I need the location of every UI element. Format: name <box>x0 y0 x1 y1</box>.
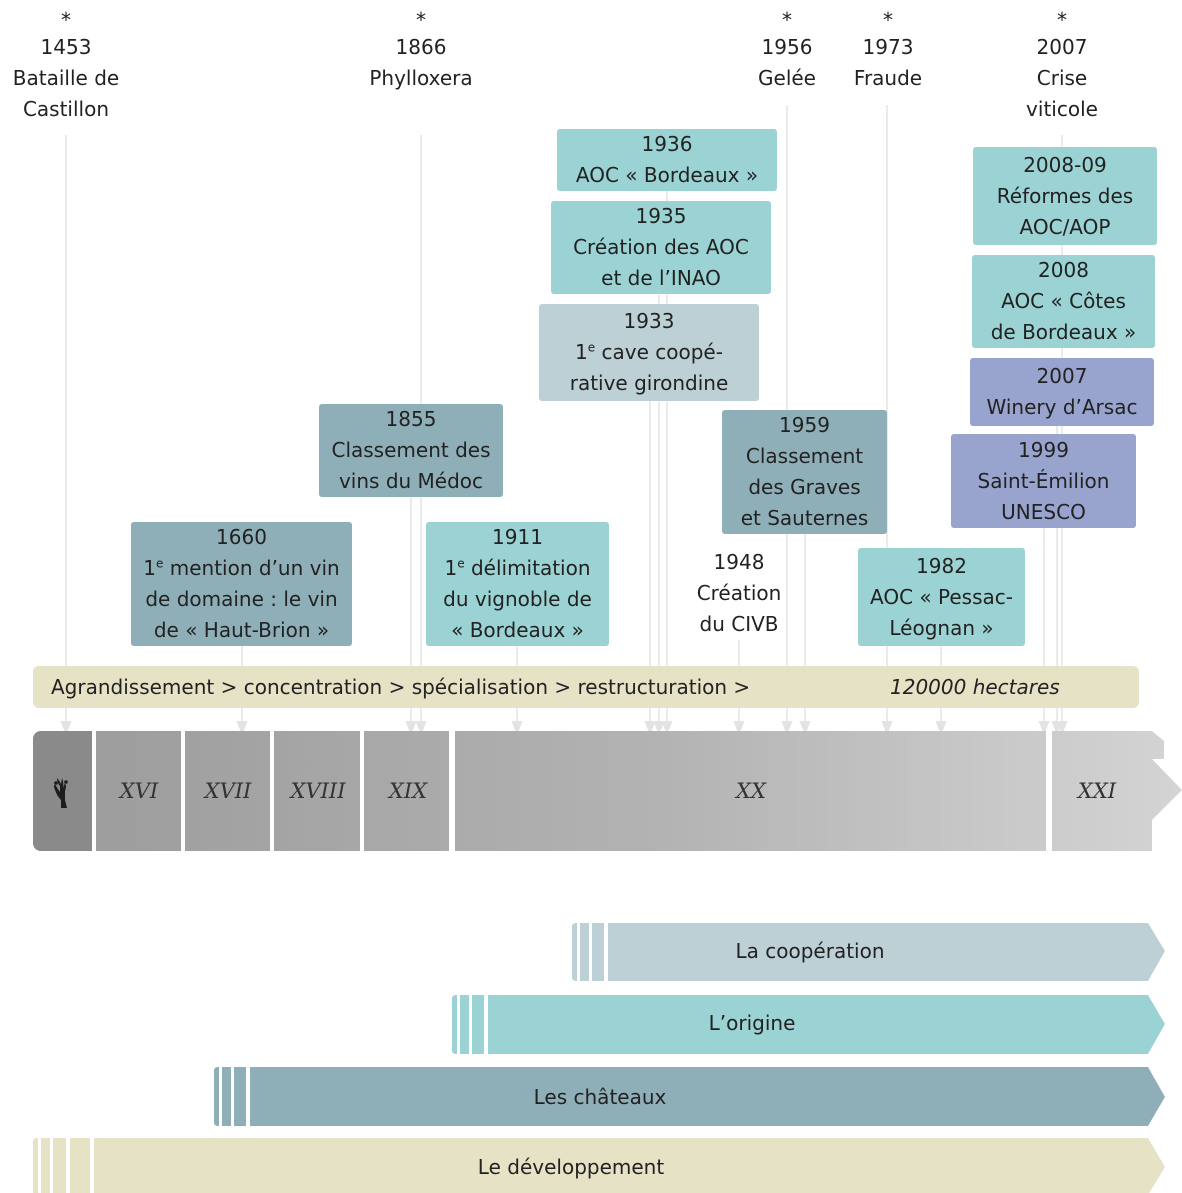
box-text: vins du Médoc <box>338 469 484 493</box>
event-box-2008-09: 2008-09 Réformes des AOC/AOP <box>973 147 1157 245</box>
box-year: 1911 <box>492 525 543 549</box>
century-timeline <box>33 731 1182 851</box>
period-bars <box>33 923 1165 1193</box>
box-text: rative girondine <box>569 371 729 395</box>
box-text: AOC « Pessac- <box>870 584 1013 609</box>
bar-chateaux <box>214 1067 1165 1126</box>
bar-label-origine: L’origine <box>708 1011 796 1035</box>
box-year: 2008-09 <box>1023 152 1107 177</box>
star-icon: * <box>882 8 893 32</box>
century-xvii: XVII <box>204 779 252 803</box>
event-label: Crise <box>1036 66 1088 90</box>
century-xviii: XVIII <box>290 779 346 803</box>
event-box-1982: 1982 AOC « Pessac- Léognan » <box>858 548 1025 646</box>
box-text: de « Haut-Brion » <box>153 618 330 642</box>
box-text: 1e mention d’un vin <box>143 556 340 580</box>
box-text: 1e cave coopé- <box>575 340 723 364</box>
bar-label-cooperation: La coopération <box>735 939 885 963</box>
box-year: 2007 <box>1036 364 1088 388</box>
star-icon: * <box>782 8 792 32</box>
box-year: 1959 <box>779 413 830 437</box>
star-icon: * <box>1056 8 1067 32</box>
event-label: Gelée <box>758 66 816 90</box>
event-1948: 1948 Création du CIVB <box>696 547 782 640</box>
box-text: Classement des <box>331 438 491 462</box>
event-1956: * 1956 Gelée <box>758 8 816 94</box>
event-box-1935: 1935 Création des AOC et de l’INAO <box>551 201 771 294</box>
evolution-text: Agrandissement > concentration > spécial… <box>51 675 751 699</box>
event-label: Phylloxera <box>369 66 473 90</box>
box-text: 1e délimitation <box>444 556 591 580</box>
box-year: 1855 <box>385 407 437 431</box>
event-label: viticole <box>1026 97 1098 121</box>
box-text: de domaine : le vin <box>145 587 338 611</box>
box-year: 1999 <box>1018 437 1069 462</box>
event-box-1936: 1936 AOC « Bordeaux » <box>557 129 777 191</box>
event-year: 1956 <box>761 35 813 59</box>
box-text: AOC « Côtes <box>1001 289 1126 313</box>
bar-origine <box>452 995 1165 1054</box>
box-text: du vignoble de <box>443 587 592 611</box>
box-year: 1948 <box>713 550 765 574</box>
century-xxi: XXI <box>1077 779 1117 803</box>
star-icon: * <box>61 8 71 32</box>
bar-developpement <box>33 1138 1165 1193</box>
event-1973: * 1973 Fraude <box>854 8 922 94</box>
event-box-1855: 1855 Classement des vins du Médoc <box>319 404 503 497</box>
box-text: de Bordeaux » <box>990 320 1137 344</box>
event-box-1660: 1660 1e mention d’un vin de domaine : le… <box>131 522 352 646</box>
event-box-2007: 2007 Winery d’Arsac <box>970 358 1154 426</box>
box-text: Winery d’Arsac <box>986 395 1138 419</box>
box-year: 1936 <box>641 132 693 156</box>
century-xx: XX <box>736 779 766 803</box>
event-box-1933: 1933 1e cave coopé- rative girondine <box>539 304 759 401</box>
box-year: 1935 <box>635 204 687 228</box>
event-label: Fraude <box>853 66 923 90</box>
event-1453: * 1453 Bataille de Castillon <box>13 8 119 125</box>
box-text: AOC « Bordeaux » <box>575 163 759 187</box>
event-box-1959: 1959 Classement des Graves et Sauternes <box>722 410 887 534</box>
box-text: des Graves <box>748 475 861 499</box>
bar-cooperation <box>572 923 1165 981</box>
event-year: 1453 <box>40 35 92 59</box>
box-text: UNESCO <box>1001 499 1086 524</box>
event-box-2008: 2008 AOC « Côtes de Bordeaux » <box>972 255 1155 348</box>
event-label: Bataille de <box>12 66 120 90</box>
bar-label-chateaux: Les châteaux <box>533 1085 667 1109</box>
event-box-1999: 1999 Saint-Émilion UNESCO <box>951 434 1136 528</box>
event-box-1911: 1911 1e délimitation du vignoble de « Bo… <box>426 522 609 646</box>
box-text: Saint-Émilion <box>977 468 1110 493</box>
star-icon: * <box>416 8 426 32</box>
box-text: du CIVB <box>699 612 779 636</box>
box-text: Réformes des <box>996 183 1134 208</box>
box-text: Classement <box>745 444 864 468</box>
hectares-text: 120000 hectares <box>890 675 1060 699</box>
century-xix: XIX <box>388 779 428 803</box>
box-text: Création des AOC <box>573 235 749 259</box>
event-year: 2007 <box>1036 35 1088 59</box>
box-text: et Sauternes <box>740 506 869 530</box>
bar-label-developpement: Le développement <box>477 1155 665 1179</box>
box-year: 2008 <box>1038 258 1089 282</box>
box-text: Création <box>696 581 782 605</box>
box-text: « Bordeaux » <box>451 618 584 642</box>
event-2007: * 2007 Crise viticole <box>1026 8 1098 125</box>
evolution-band: Agrandissement > concentration > spécial… <box>33 666 1139 708</box>
box-year: 1660 <box>216 525 267 549</box>
box-text: et de l’INAO <box>601 266 721 290</box>
event-year: 1866 <box>395 35 447 59</box>
box-year: 1982 <box>916 553 967 578</box>
event-year: 1973 <box>862 35 914 59</box>
timeline-arrow <box>33 731 1182 851</box>
box-year: 1933 <box>623 309 675 333</box>
event-label: Castillon <box>22 97 110 121</box>
century-xvi: XVI <box>119 779 159 803</box>
event-1866: * 1866 Phylloxera <box>369 8 472 94</box>
box-text: Léognan » <box>889 615 994 640</box>
vine-icon <box>54 778 68 808</box>
box-text: AOC/AOP <box>1019 214 1111 239</box>
